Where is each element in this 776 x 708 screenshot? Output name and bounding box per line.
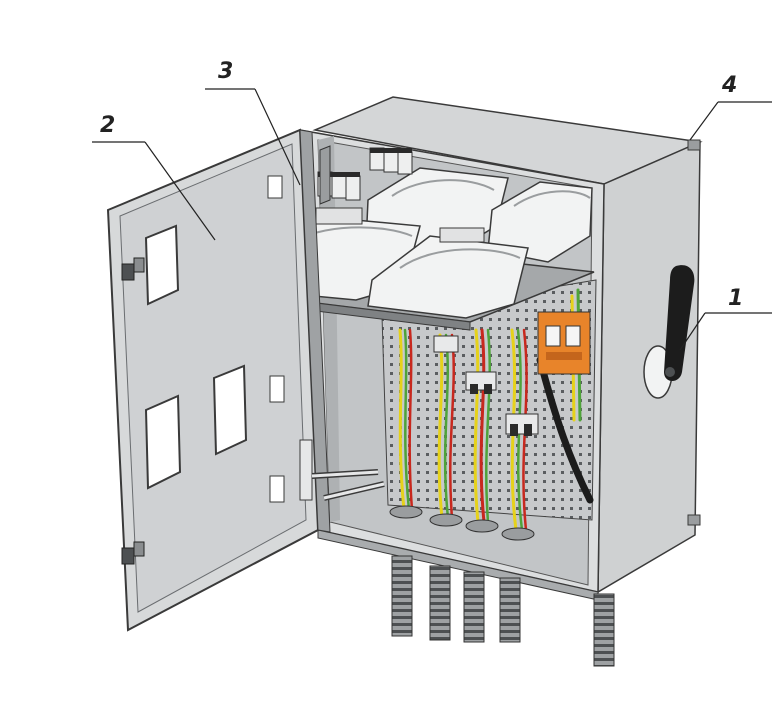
breaker-icon xyxy=(484,384,492,394)
terminal-block xyxy=(537,311,591,375)
electricity-meters xyxy=(249,167,593,319)
mounting-tab-bottom xyxy=(687,514,701,526)
mounting-tab-top xyxy=(687,139,701,151)
breaker-icon xyxy=(433,335,459,353)
door-latch xyxy=(299,439,385,501)
corrugated-conduit-icon xyxy=(391,555,413,637)
breaker-icon xyxy=(524,424,532,436)
callouts: 1 2 3 4 xyxy=(92,59,772,351)
callout-1: 1 xyxy=(679,286,772,351)
breaker-icon xyxy=(510,424,518,436)
callout-label-4: 4 xyxy=(721,73,737,98)
door-window-mid-right xyxy=(212,364,248,456)
door-hinge-bottom xyxy=(121,541,145,565)
door-slot xyxy=(267,175,283,199)
cabinet-door xyxy=(106,128,385,632)
door-edge xyxy=(299,129,331,533)
breaker-icon xyxy=(470,384,478,394)
corrugated-conduits xyxy=(391,555,615,667)
door-hinge-top xyxy=(121,257,145,281)
corrugated-conduit-icon xyxy=(593,593,615,667)
corrugated-conduit-icon xyxy=(429,565,451,641)
electricity-meter-icon xyxy=(367,227,529,319)
callout-4: 4 xyxy=(689,73,772,141)
callout-label-1: 1 xyxy=(728,286,743,311)
wire-bundle-3 xyxy=(473,328,491,524)
door-window-top xyxy=(144,224,180,306)
door-slot xyxy=(269,475,285,503)
door-slot xyxy=(269,375,285,403)
din-rail xyxy=(319,145,331,205)
corrugated-conduit-icon xyxy=(499,577,521,643)
cable-glands xyxy=(389,505,535,541)
wire-bundle-1 xyxy=(398,328,414,512)
handle-lever xyxy=(664,265,695,381)
callout-label-2: 2 xyxy=(100,113,115,138)
callout-label-3: 3 xyxy=(218,59,233,84)
lever-handle-icon xyxy=(643,265,695,399)
door-window-mid-left xyxy=(144,394,182,490)
corrugated-conduit-icon xyxy=(463,571,485,643)
wire-bundle-2 xyxy=(437,333,455,520)
callout-3: 3 xyxy=(205,59,301,186)
breaker-icon xyxy=(369,147,413,175)
callout-2: 2 xyxy=(92,113,216,241)
panel-breakers xyxy=(433,335,539,436)
